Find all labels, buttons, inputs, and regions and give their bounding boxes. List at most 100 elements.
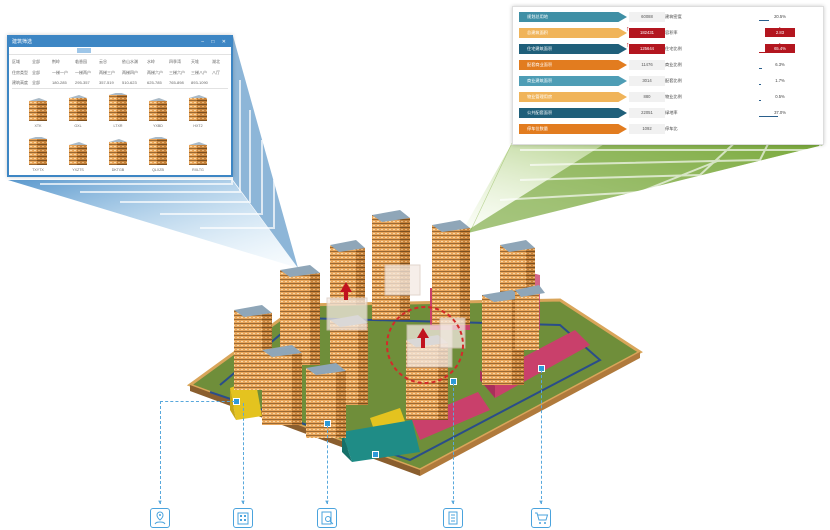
filter-option[interactable]: 180-285 (52, 80, 67, 85)
filter-option[interactable]: 湖北 (212, 59, 220, 64)
building-model-icon (189, 142, 207, 165)
filter-option[interactable]: 295-357 (75, 80, 90, 85)
active-tab[interactable] (77, 48, 91, 53)
filter-option[interactable]: 云谷 (99, 59, 107, 64)
marker-teal-podium[interactable] (372, 451, 379, 458)
building-model-icon (149, 98, 167, 121)
filter-option[interactable]: 357-519 (99, 80, 114, 85)
ratio-label: 绿地率 (665, 110, 678, 115)
filter-option[interactable]: 临香园 (75, 59, 87, 64)
building-label: RXLTG (192, 168, 204, 172)
ratio-value: 0.5% (775, 94, 785, 99)
building-label: HXT2 (193, 124, 203, 128)
filter-option[interactable]: 两梯四户 (122, 70, 138, 75)
filter-row-label: 区域 (12, 59, 20, 64)
filter-row: 建筑高度全部 180-285 295-357 357-519 510-623 625-78… (12, 80, 232, 86)
filter-option[interactable]: 荆岭 (52, 59, 60, 64)
ratio-row: 配套比例 1.7% (665, 76, 810, 86)
office-building-icon[interactable] (443, 508, 463, 528)
ratio-bar (759, 100, 761, 101)
ratio-value: 37.0% (774, 110, 786, 115)
filter-row: 区域 全部 荆岭 临香园 云谷 依山水渊 水岭 四季湾 天堆 湖北 (12, 59, 232, 65)
growth-arrows (340, 282, 429, 348)
building-thumbnail[interactable]: QLXZB (143, 137, 173, 172)
metric-value: 880 (629, 92, 665, 102)
building-thumbnail[interactable]: YXZTS (63, 137, 93, 172)
filter-option[interactable]: 水岭 (147, 59, 155, 64)
filter-option[interactable]: 全部 (32, 59, 40, 64)
filter-option[interactable]: 八厅 (212, 70, 220, 75)
building-label: XTK (34, 124, 42, 128)
filter-option[interactable]: 全部 (32, 80, 40, 85)
filter-option[interactable]: 765-898 (169, 80, 184, 85)
building-grid-icon[interactable] (233, 508, 253, 528)
building-thumbnail[interactable]: TXYTX (23, 137, 53, 172)
building-thumbnail[interactable]: GXL (63, 93, 93, 128)
filter-option[interactable]: 全部 (32, 70, 40, 75)
building-thumbnail[interactable]: XTK (23, 93, 53, 128)
metric-label: 商业建筑面积 (519, 76, 627, 86)
building-model-icon (69, 95, 87, 121)
metric-label: 总建筑面积 (519, 28, 627, 38)
metric-value: 3014 (629, 76, 665, 86)
ratio-row: 容积率 2.83 (665, 28, 810, 38)
window-controls[interactable]: – □ ✕ (201, 39, 229, 45)
building-thumbnail[interactable]: RXLTG (183, 137, 213, 172)
building-model-icon (109, 93, 127, 121)
building-filter-panel: 建筑筛选 – □ ✕ 区域全部荆岭临香园云谷依山水渊水岭四季湾天堆湖北住房类型全… (7, 35, 233, 177)
filter-option[interactable]: 510-623 (122, 80, 137, 85)
building-thumbnail[interactable]: DKTGB (103, 137, 133, 172)
ratio-value: 1.7% (775, 78, 785, 83)
towers (234, 210, 545, 438)
building-thumbnail[interactable]: HXT2 (183, 93, 213, 128)
shopping-cart-icon[interactable] (531, 508, 551, 528)
building-model-icon (29, 137, 47, 165)
ratio-label: 物业比例 (665, 94, 682, 99)
ratio-bar (759, 84, 761, 85)
metric-label: 住宅建筑面积 (519, 44, 627, 54)
filter-option[interactable]: 两梯六户 (147, 70, 163, 75)
filter-option[interactable]: 四季湾 (169, 59, 181, 64)
ratio-label: 商业比例 (665, 62, 682, 67)
ratio-row: 停车比 (665, 124, 810, 134)
filter-row-label: 建筑高度 (12, 80, 28, 85)
building-thumbnail[interactable]: LTXR (103, 93, 133, 128)
up-arrow-icon: ↑ (626, 26, 630, 33)
building-label: DKTGB (111, 168, 125, 172)
filter-option[interactable]: 三梯八户 (191, 70, 207, 75)
ratio-value: 2.83 (765, 28, 795, 37)
metric-label: 配套商业面积 (519, 60, 627, 70)
search-document-icon[interactable] (317, 508, 337, 528)
ratio-label: 住宅比例 (665, 46, 682, 51)
metric-label: 公共配套面积 (519, 108, 627, 118)
ratio-row: 绿地率 37.0% (665, 108, 810, 118)
ratio-label: 配套比例 (665, 78, 682, 83)
map-pin-user-icon[interactable] (150, 508, 170, 528)
metric-value: 125644 (629, 44, 665, 54)
filter-row: 住房类型全部一梯一户一梯两户两梯三户两梯四户两梯六户三梯六户三梯八户八厅 (12, 70, 232, 76)
ratio-bar (759, 52, 792, 53)
metric-label: 停车位数量 (519, 124, 627, 134)
ratio-value: 6.3% (775, 62, 785, 67)
ratio-label: 容积率 (665, 30, 678, 35)
filter-option[interactable]: 一梯两户 (75, 70, 91, 75)
filter-option[interactable]: 625-785 (147, 80, 162, 85)
filter-option[interactable]: 一梯一户 (52, 70, 68, 75)
teal-podium (342, 420, 420, 462)
filter-option[interactable]: 依山水渊 (122, 59, 138, 64)
filter-option[interactable]: 两梯三户 (99, 70, 115, 75)
filter-option[interactable]: 三梯六户 (169, 70, 185, 75)
building-thumbnail[interactable]: YXBD (143, 93, 173, 128)
ratio-value: 20.5% (774, 14, 786, 19)
filter-option[interactable]: 893-1090 (191, 80, 208, 85)
panel-tab-bar (9, 47, 231, 55)
filter-option[interactable]: 天堆 (191, 59, 199, 64)
ratio-label: 建筑密度 (665, 14, 682, 19)
panel-title: 建筑筛选 (12, 39, 33, 45)
